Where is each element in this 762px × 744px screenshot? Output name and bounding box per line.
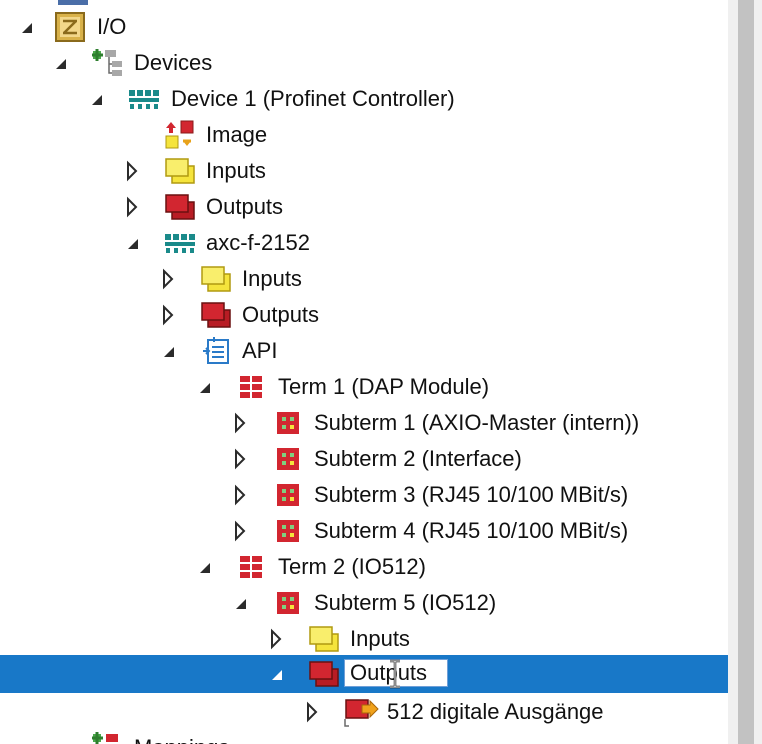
expanded-arrow-icon[interactable] (160, 333, 178, 369)
mappings-icon (92, 732, 118, 744)
tree-node-label: Devices (134, 50, 213, 75)
tree-node-axc-outputs[interactable]: Outputs (0, 297, 728, 333)
tree-node-device-1[interactable]: Device 1 (Profinet Controller) (0, 81, 728, 117)
tree-node-label: Mappings (134, 730, 229, 744)
collapsed-arrow-icon[interactable] (160, 261, 178, 297)
inputs-icon (165, 158, 195, 184)
tree-node-label: Inputs (242, 266, 302, 291)
collapsed-arrow-icon[interactable] (268, 621, 286, 657)
tree-node-io[interactable]: I/O (0, 9, 728, 45)
submodule-icon (277, 484, 299, 506)
tree-node-label: API (242, 338, 278, 363)
outputs-icon (165, 194, 195, 220)
tree-node-mappings[interactable]: Mappings (0, 730, 728, 744)
tree-node-term-1[interactable]: Term 1 (DAP Module) (0, 369, 728, 405)
tree-node-device1-inputs[interactable]: Inputs (0, 153, 728, 189)
tree-node-label: axc-f-2152 (206, 230, 310, 255)
tree-node-label: Term 1 (DAP Module) (278, 374, 490, 399)
tree-node-label: 512 digitale Ausgänge (387, 699, 604, 724)
collapsed-arrow-icon[interactable] (232, 441, 250, 477)
tree-node-label: Subterm 5 (IO512) (314, 590, 497, 615)
submodule-icon (277, 448, 299, 470)
tree-node-image[interactable]: Image (0, 117, 728, 153)
inputs-icon (309, 626, 339, 652)
expanded-arrow-icon[interactable] (196, 369, 214, 405)
devices-tree-icon (92, 49, 122, 76)
collapsed-arrow-icon[interactable] (124, 153, 142, 189)
collapsed-arrow-icon[interactable] (124, 189, 142, 225)
tree-node-subterm-4[interactable]: Subterm 4 (RJ45 10/100 MBit/s) (0, 513, 728, 549)
output-variable-icon (344, 699, 379, 727)
tree-node-subterm5-inputs[interactable]: Inputs (0, 621, 728, 657)
tree-node-subterm5-outputs[interactable]: Outputs (0, 655, 728, 693)
expanded-arrow-icon[interactable] (232, 585, 250, 621)
module-icon (240, 376, 262, 398)
tree-node-label: Subterm 4 (RJ45 10/100 MBit/s) (314, 518, 629, 543)
tree-node-label: I/O (97, 14, 127, 39)
collapsed-arrow-icon[interactable] (304, 694, 322, 730)
scrolled-item-edge (58, 0, 88, 5)
tree-node-api[interactable]: API (0, 333, 728, 369)
tree-node-device1-outputs[interactable]: Outputs (0, 189, 728, 225)
collapsed-arrow-icon[interactable] (160, 297, 178, 333)
tree-node-axc-inputs[interactable]: Inputs (0, 261, 728, 297)
expanded-arrow-icon[interactable] (196, 549, 214, 585)
submodule-icon (277, 520, 299, 542)
tree-node-label: Inputs (206, 158, 266, 183)
solution-tree[interactable]: I/O Devices Device 1 (Profinet Controlle… (0, 0, 728, 744)
collapsed-arrow-icon[interactable] (232, 405, 250, 441)
collapsed-arrow-icon[interactable] (232, 477, 250, 513)
outputs-icon (201, 302, 231, 328)
tree-node-label: Term 2 (IO512) (278, 554, 426, 579)
tree-node-label: Inputs (350, 626, 410, 651)
tree-node-devices[interactable]: Devices (0, 45, 728, 81)
profinet-device-icon (129, 90, 159, 109)
tree-node-label: Outputs (206, 194, 284, 219)
tree-node-axc-f-2152[interactable]: axc-f-2152 (0, 225, 728, 261)
text-cursor-icon (390, 659, 400, 689)
api-icon (203, 337, 229, 364)
profinet-device-icon (165, 234, 195, 253)
vertical-scrollbar[interactable] (728, 0, 762, 744)
expanded-arrow-icon[interactable] (124, 225, 142, 261)
tree-node-digital-outputs[interactable]: 512 digitale Ausgänge (0, 694, 728, 730)
scrollbar-thumb[interactable] (738, 0, 754, 744)
io-config-icon (55, 12, 85, 42)
submodule-icon (277, 592, 299, 614)
collapsed-arrow-icon[interactable] (232, 513, 250, 549)
tree-node-subterm-1[interactable]: Subterm 1 (AXIO-Master (intern)) (0, 405, 728, 441)
tree-node-label: Image (206, 122, 268, 147)
expanded-arrow-icon[interactable] (268, 655, 286, 693)
expanded-arrow-icon[interactable] (18, 9, 36, 45)
tree-node-term-2[interactable]: Term 2 (IO512) (0, 549, 728, 585)
tree-node-subterm-5[interactable]: Subterm 5 (IO512) (0, 585, 728, 621)
rename-edit-text[interactable]: Outputs (350, 660, 428, 685)
image-process-icon (165, 120, 194, 149)
tree-node-label: Device 1 (Profinet Controller) (171, 86, 455, 111)
inputs-icon (201, 266, 231, 292)
expanded-arrow-icon[interactable] (52, 45, 70, 81)
tree-node-subterm-2[interactable]: Subterm 2 (Interface) (0, 441, 728, 477)
tree-node-label: Subterm 2 (Interface) (314, 446, 522, 471)
module-icon (240, 556, 262, 578)
tree-node-subterm-3[interactable]: Subterm 3 (RJ45 10/100 MBit/s) (0, 477, 728, 513)
tree-node-label: Subterm 3 (RJ45 10/100 MBit/s) (314, 482, 629, 507)
tree-node-label: Outputs (242, 302, 320, 327)
expanded-arrow-icon[interactable] (88, 81, 106, 117)
submodule-icon (277, 412, 299, 434)
tree-node-label: Subterm 1 (AXIO-Master (intern)) (314, 410, 640, 435)
outputs-icon (309, 661, 339, 687)
